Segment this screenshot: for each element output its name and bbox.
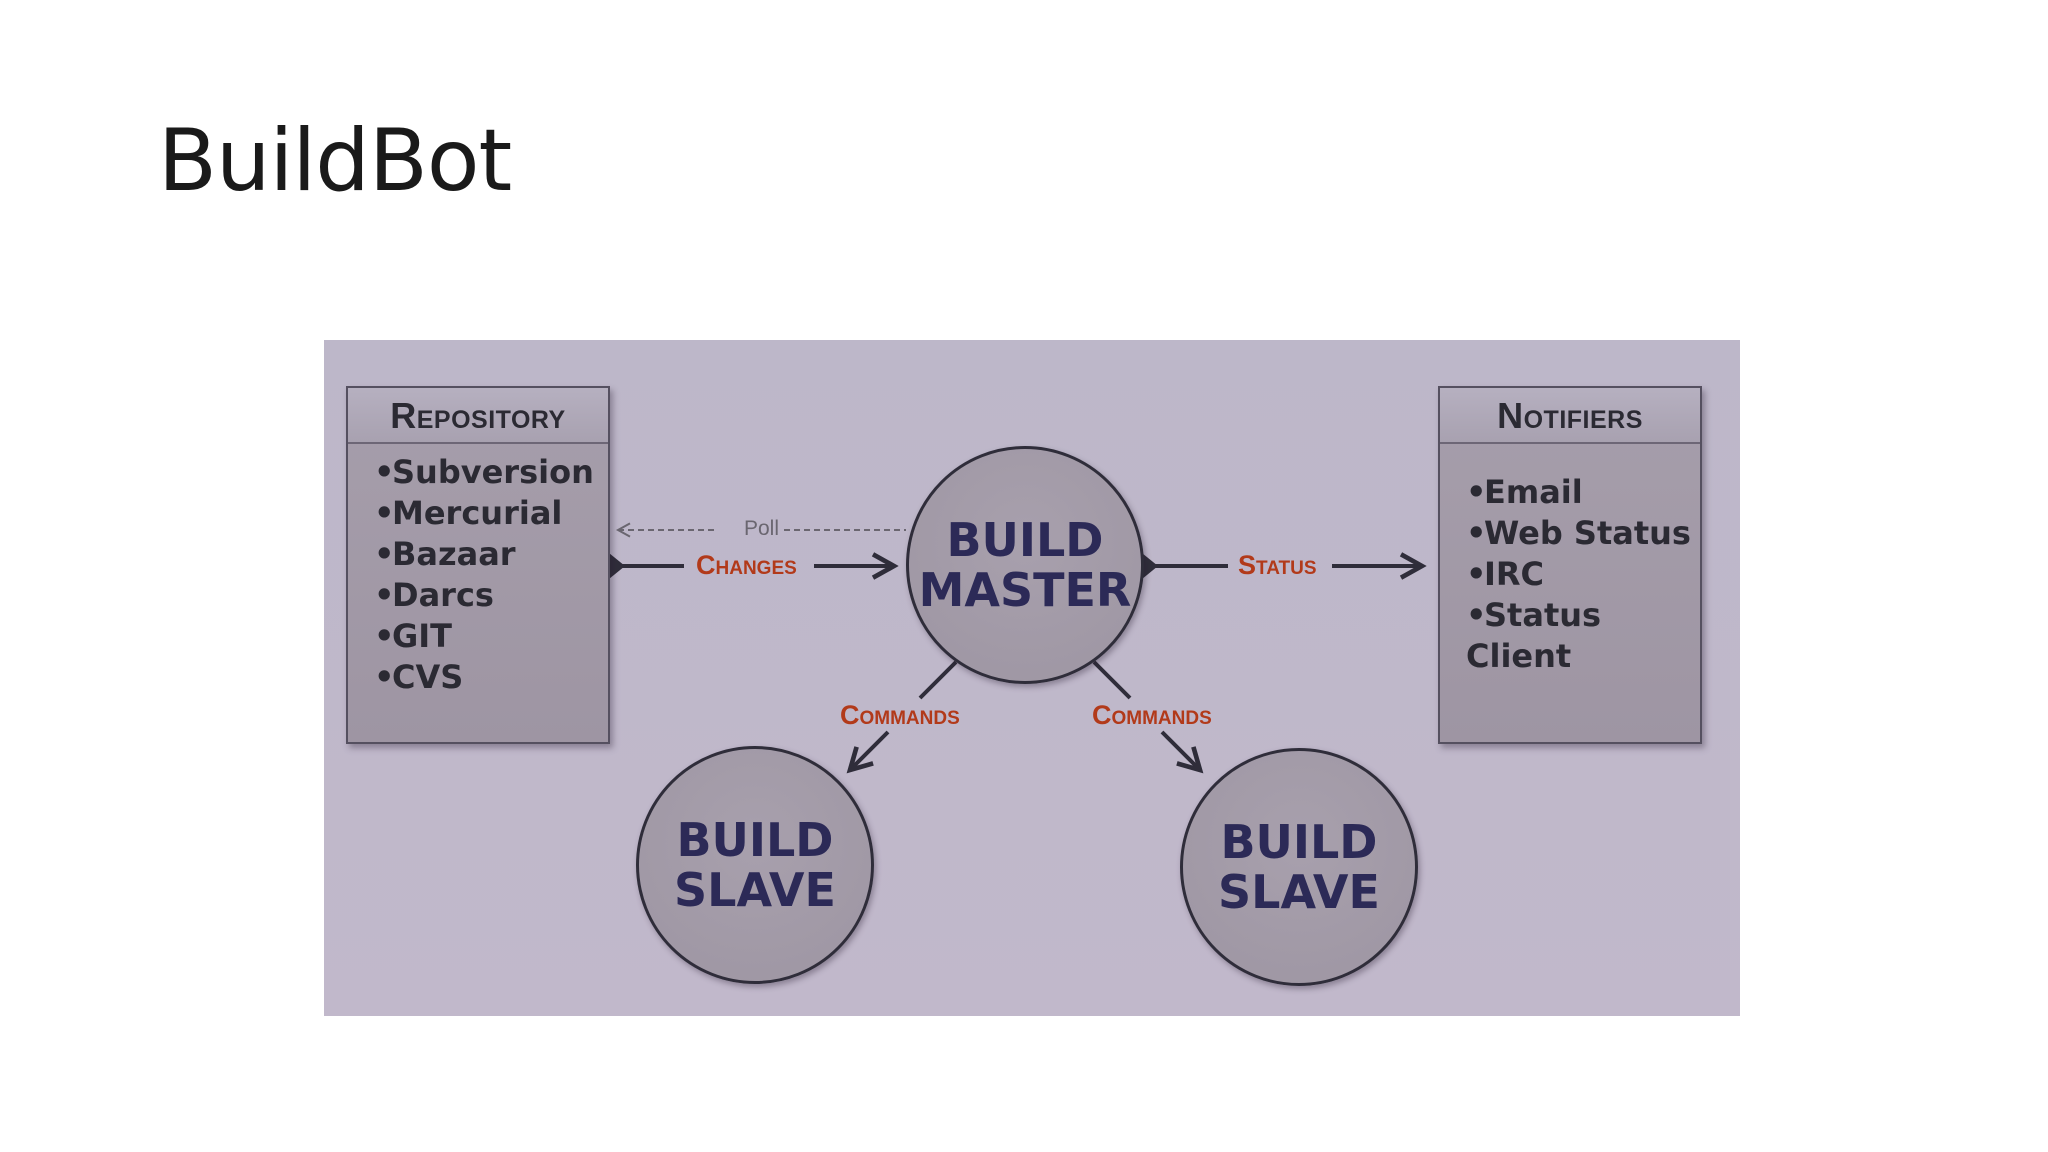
repository-list: •Subversion •Mercurial •Bazaar •Darcs •G… (348, 444, 608, 698)
slide-title: BuildBot (158, 111, 512, 211)
build-slave-right-label: BUILD SLAVE (1218, 815, 1380, 919)
commands-right-line-top (1092, 660, 1132, 700)
list-item: •Bazaar (374, 535, 516, 573)
list-item: •GIT (374, 617, 452, 655)
status-label: Status (1238, 550, 1317, 580)
build-slave-right-node: BUILD SLAVE (1180, 748, 1418, 986)
changes-source-tab (609, 553, 625, 579)
notifiers-list: •Email •Web Status •IRC •Status Client (1440, 444, 1700, 677)
repository-box: Repository •Subversion •Mercurial •Bazaa… (346, 386, 610, 744)
build-slave-left-node: BUILD SLAVE (636, 746, 874, 984)
repository-title: Repository (348, 388, 608, 444)
connector-layer (609, 522, 1740, 1016)
list-item: •IRC (1466, 555, 1545, 593)
list-item: •CVS (374, 658, 464, 696)
build-slave-left-label: BUILD SLAVE (674, 813, 836, 917)
build-master-node: BUILD MASTER (906, 446, 1144, 684)
commands-right-line-bottom (1160, 730, 1200, 770)
commands-right-label: Commands (1092, 700, 1212, 730)
list-item: •Subversion (374, 453, 594, 491)
list-item: •Darcs (374, 576, 494, 614)
changes-label: Changes (696, 550, 797, 580)
build-master-label: BUILD MASTER (918, 513, 1132, 617)
notifiers-title: Notifiers (1440, 388, 1700, 444)
commands-left-line-bottom (850, 730, 890, 770)
list-item: •Status Client (1466, 596, 1602, 675)
list-item: •Web Status (1466, 514, 1691, 552)
notifiers-box: Notifiers •Email •Web Status •IRC •Statu… (1438, 386, 1702, 744)
list-item: •Mercurial (374, 494, 563, 532)
list-item: •Email (1466, 473, 1583, 511)
commands-left-label: Commands (840, 700, 960, 730)
buildbot-diagram: Repository •Subversion •Mercurial •Bazaa… (324, 340, 1740, 1016)
commands-left-line-top (918, 660, 958, 700)
poll-label: Poll (744, 517, 780, 540)
status-source-tab (1142, 553, 1158, 579)
